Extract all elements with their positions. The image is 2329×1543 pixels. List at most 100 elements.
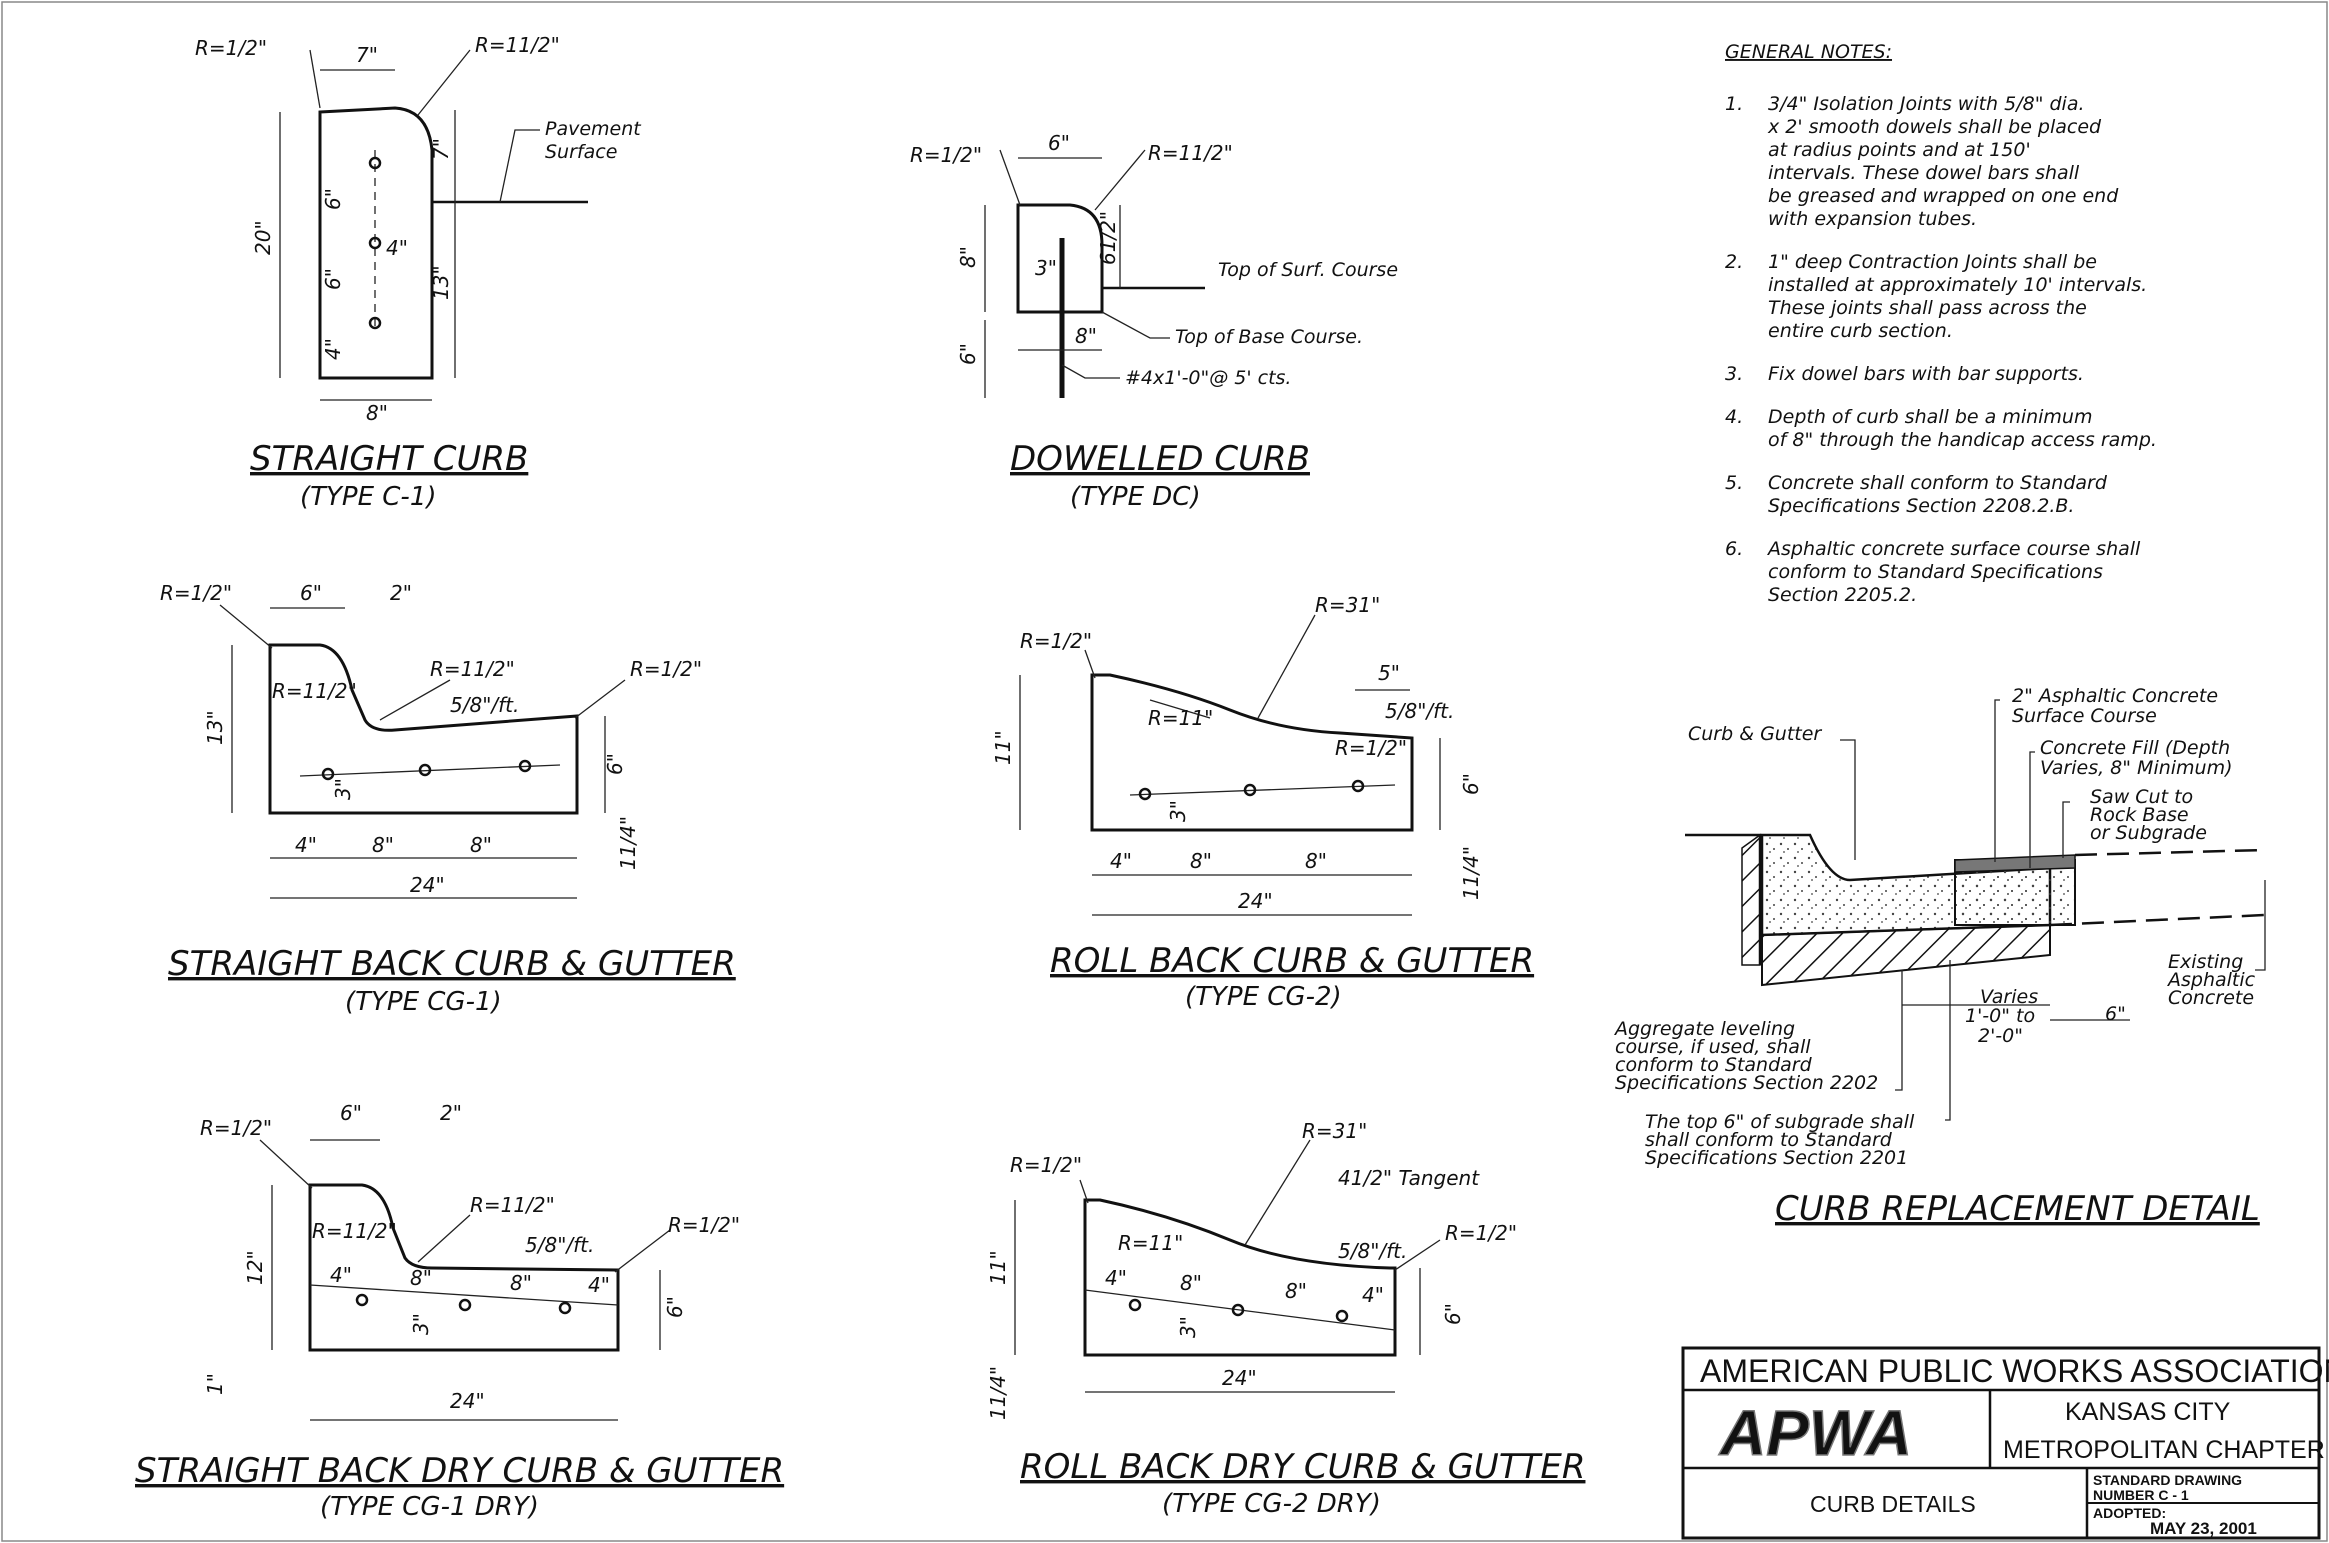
dim-label: 6" (663, 1296, 687, 1318)
callout-label: Curb & Gutter (1688, 723, 1822, 745)
notes-heading: GENERAL NOTES: (1725, 41, 1892, 63)
dim-label: 5/8"/ft. (1338, 1239, 1407, 1263)
note-line: x 2' smooth dowels shall be placed (1767, 116, 2102, 138)
dim-label: 6" (1441, 1303, 1465, 1325)
chapter-city: KANSAS CITY (2065, 1398, 2231, 1426)
callout-label: shall conform to Standard (1645, 1129, 1893, 1151)
straight-curb-section (318, 106, 434, 380)
dim-label: 6" (340, 1101, 362, 1125)
detail-subtitle: (TYPE CG-2) (1185, 982, 1342, 1012)
dim-label: 11/4" (986, 1366, 1010, 1420)
dim-label: R=1/2" (200, 1116, 272, 1140)
org-name: AMERICAN PUBLIC WORKS ASSOCIATION (1700, 1353, 2329, 1389)
leader (1895, 970, 1903, 1091)
dim-label: R=11/2" (470, 1193, 555, 1217)
dim-label: 6" (1459, 773, 1483, 795)
leader (1994, 699, 2000, 862)
leader (1149, 699, 1211, 719)
adopted-date: MAY 23, 2001 (2150, 1519, 2257, 1538)
dowel-hole (368, 156, 382, 170)
leader (1394, 1239, 1441, 1271)
leader (999, 149, 1021, 206)
detail-title: DOWELLED CURB (1010, 439, 1310, 479)
dim-label: R=1/2" (160, 581, 232, 605)
callout-label: Existing (2168, 951, 2243, 973)
detail-subtitle: (TYPE CG-1) (345, 987, 502, 1017)
leader (1840, 739, 1856, 860)
leader (1244, 1139, 1311, 1246)
callout-label: Top of Base Course. (1175, 326, 1363, 348)
note-line: Specifications Section 2208.2.B. (1768, 495, 2074, 517)
dim-label: 11/4" (616, 816, 640, 870)
callout-label: Specifications Section 2202 (1615, 1072, 1878, 1094)
dowel-hole (1138, 787, 1152, 801)
leader (259, 1139, 313, 1189)
dim-label: 4" (295, 833, 317, 857)
ground-hatch (1741, 833, 1761, 966)
aggregate-leveling-course (1761, 923, 2051, 987)
callout-label: conform to Standard (1615, 1054, 1813, 1076)
dim-label: R=1/2" (1020, 629, 1092, 653)
dim-label: 3" (1166, 800, 1190, 822)
note-number: 5. (1725, 472, 1743, 494)
apwa-logo: APWA (1718, 1397, 1912, 1469)
dim-label: 13" (429, 265, 453, 300)
callout-label: Surface Course (2012, 705, 2157, 727)
dim-label: 8" (372, 833, 394, 857)
note-line: conform to Standard Specifications (1768, 561, 2103, 583)
note-number: 3. (1725, 363, 1743, 385)
note-number: 2. (1725, 251, 1743, 273)
callout-label: Top of Surf. Course (1218, 259, 1398, 281)
dim-label: 11/4" (1459, 846, 1483, 900)
note-line: of 8" through the handicap access ramp. (1768, 429, 2157, 451)
dim-label: 1'-0" to (1965, 1005, 2035, 1027)
dim-label: R=1/2" (1445, 1221, 1517, 1245)
dim-label: 8" (410, 1266, 432, 1290)
leader (499, 129, 540, 203)
callout-label: The top 6" of subgrade shall (1645, 1111, 1915, 1133)
dim-label: 6" (1048, 131, 1070, 155)
dim-label: 8" (1285, 1279, 1307, 1303)
note-line: Asphaltic concrete surface course shall (1766, 538, 2141, 560)
dim-label: 7" (429, 138, 453, 160)
chapter-name: METROPOLITAN CHAPTER (2003, 1436, 2325, 1464)
dim-label: 41/2" Tangent (1338, 1166, 1480, 1190)
leader (2255, 880, 2266, 971)
leader (614, 1229, 671, 1273)
dim-label: 6" (956, 343, 980, 365)
leader (1094, 149, 1146, 211)
leader (309, 49, 321, 109)
detail-dowelled-curb: R=1/2" 6" R=11/2" 8" 61/2" 3" Top of Sur… (910, 131, 1398, 512)
dowel-line (1129, 784, 1396, 796)
note-line: Section 2205.2. (1768, 584, 1917, 606)
dim-label: 4" (321, 338, 345, 360)
dowel-hole (1243, 783, 1257, 797)
leader (574, 679, 626, 719)
dowel-hole (418, 763, 432, 777)
detail-title: STRAIGHT BACK CURB & GUTTER (168, 944, 736, 984)
note-number: 1. (1725, 93, 1743, 115)
leader (1945, 960, 1951, 1121)
dim-label: 6" (300, 581, 322, 605)
cg1-dry-section (308, 1183, 620, 1352)
callout-label: Concrete (2168, 987, 2254, 1009)
detail-title: CURB REPLACEMENT DETAIL (1775, 1189, 2260, 1229)
dowel-hole (1231, 1303, 1245, 1317)
dowel-hole (558, 1301, 572, 1315)
leader (1079, 1179, 1089, 1204)
dim-label: R=11/2" (272, 679, 357, 703)
callout-label: course, if used, shall (1615, 1036, 1811, 1058)
dowel-hole (355, 1293, 369, 1307)
dim-label: R=1/2" (1010, 1153, 1082, 1177)
note-line: 3/4" Isolation Joints with 5/8" dia. (1768, 93, 2085, 115)
dim-label: R=11" (1148, 706, 1213, 730)
note-line: Depth of curb shall be a minimum (1768, 406, 2092, 428)
note-number: 6. (1725, 538, 1743, 560)
dim-label: 5" (1378, 661, 1400, 685)
leader (1101, 311, 1170, 339)
callout-label: Surface (545, 141, 617, 163)
dim-label: 3" (409, 1313, 433, 1335)
dim-label: 24" (450, 1389, 485, 1413)
